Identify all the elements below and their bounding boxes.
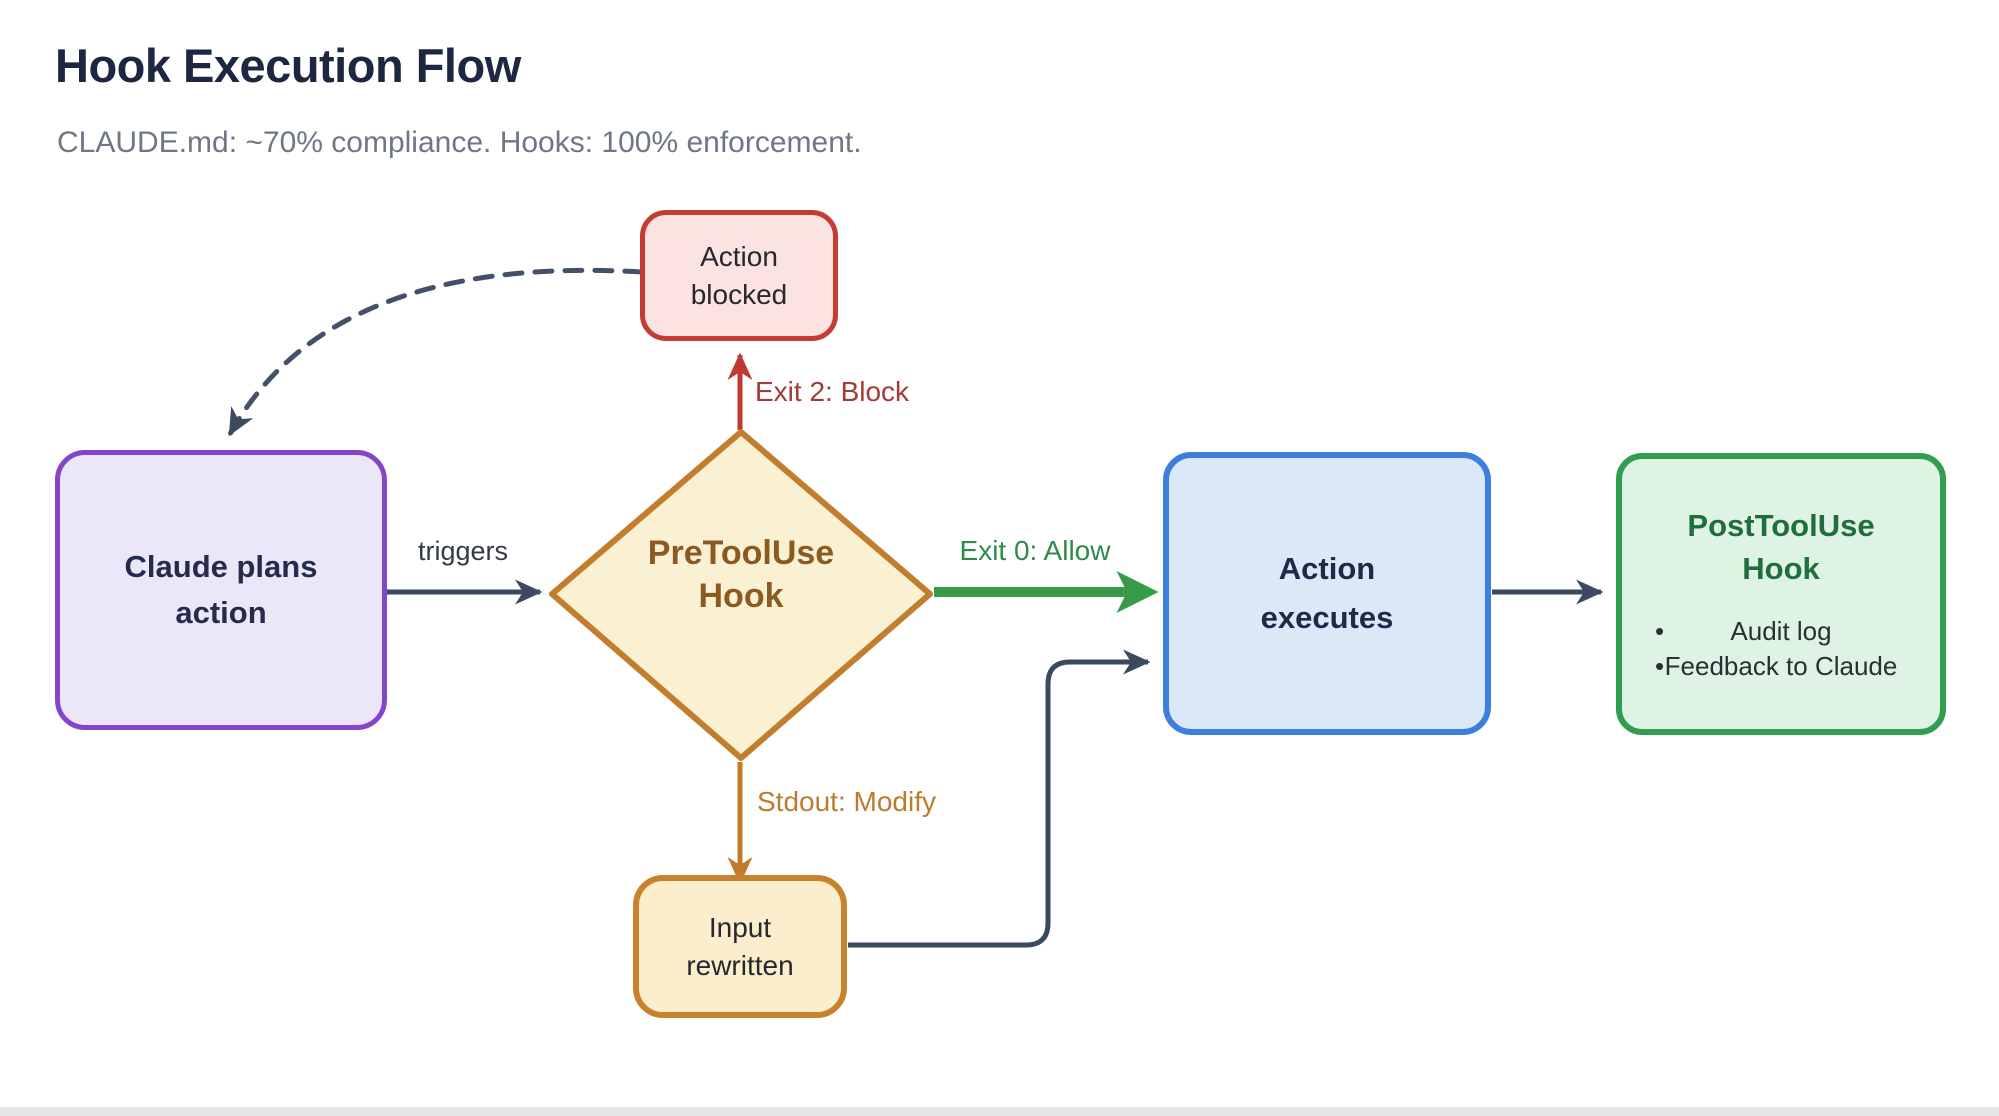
- triggers-edge-label: triggers: [417, 536, 509, 566]
- page-title: Hook Execution Flow: [55, 39, 521, 92]
- node-posttooluse-hook: PostToolUse Hook Audit log Feedback to C…: [1616, 453, 1946, 735]
- posttooluse-hook-label: PostToolUse Hook: [1687, 507, 1875, 586]
- action-executes-label: Action executes: [1260, 551, 1394, 635]
- exit0-allow-edge-label: Exit 0: Allow: [959, 535, 1111, 566]
- node-action-blocked: Action blocked: [640, 210, 838, 341]
- node-claude-plans-action: Claude plans action: [55, 450, 387, 730]
- claude-plans-action-label: Claude plans action: [124, 548, 318, 631]
- edge-rewritten-to-executes-arrow: [848, 649, 1151, 948]
- bottom-strip: [0, 1107, 1999, 1116]
- pretooluse-hook-diamond: [549, 429, 933, 761]
- pretooluse-hook-label: PreToolUse Hook: [647, 534, 835, 615]
- node-input-rewritten: Input rewritten: [633, 875, 847, 1018]
- input-rewritten-label: Input rewritten: [686, 911, 794, 981]
- action-blocked-label: Action blocked: [690, 240, 788, 310]
- posttooluse-bullet-audit-log: Audit log: [1633, 614, 1929, 649]
- stdout-modify-edge-label: Stdout: Modify: [757, 786, 936, 817]
- page-subtitle: CLAUDE.md: ~70% compliance. Hooks: 100% …: [57, 126, 862, 159]
- exit2-block-edge-label: Exit 2: Block: [755, 376, 910, 407]
- edge-blocked-feedback-dashed-arrow: [227, 267, 645, 437]
- posttooluse-bullet-feedback: Feedback to Claude: [1633, 649, 1929, 684]
- node-action-executes: Action executes: [1163, 452, 1491, 735]
- posttooluse-bullet-list: Audit log Feedback to Claude: [1633, 614, 1929, 684]
